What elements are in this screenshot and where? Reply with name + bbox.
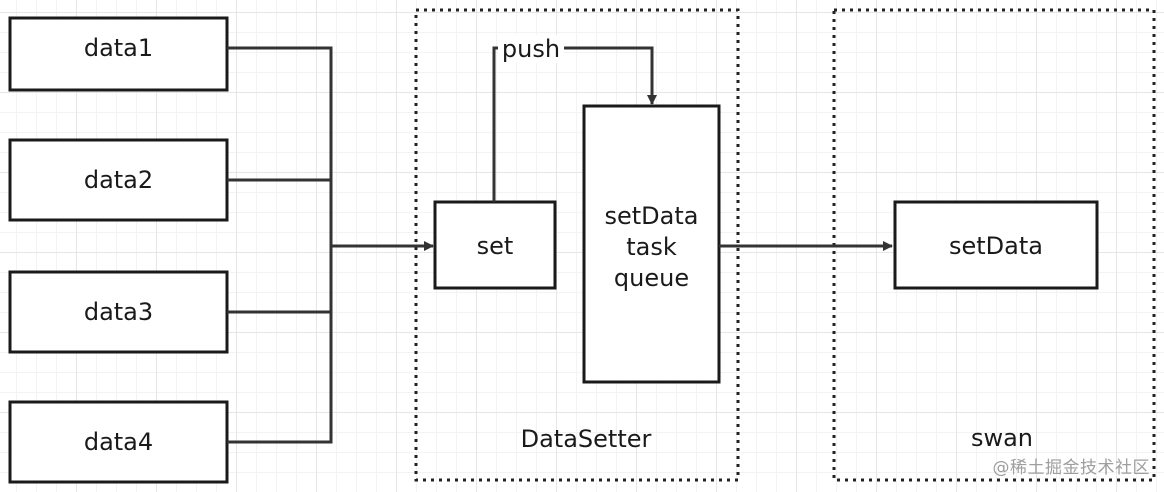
data1-label: data1 xyxy=(83,34,154,62)
swan-group-label: swan xyxy=(970,424,1034,452)
data1-box xyxy=(8,16,229,92)
data-bus-connectors xyxy=(227,46,333,444)
datasetter-group-label: DataSetter xyxy=(520,425,652,453)
queue-box xyxy=(582,104,721,384)
set-label: set xyxy=(476,232,514,260)
queue-label-line-3: queue xyxy=(613,263,690,292)
data4-label: data4 xyxy=(83,428,154,456)
datasetter-group xyxy=(414,8,740,482)
queue-label: setData task queue xyxy=(584,199,719,295)
swan-setdata-label: setData xyxy=(949,232,1043,260)
data2-box xyxy=(8,138,229,222)
push-edge-label: push xyxy=(498,35,564,63)
push-edge xyxy=(492,46,657,202)
watermark: @稀土掘金技术社区 xyxy=(992,458,1150,478)
swan-setdata-box xyxy=(893,200,1099,290)
data2-label: data2 xyxy=(83,166,154,194)
queue-label-line-1: setData xyxy=(604,201,699,230)
queue-label-line-2: task xyxy=(626,232,677,261)
data3-label: data3 xyxy=(83,298,154,326)
